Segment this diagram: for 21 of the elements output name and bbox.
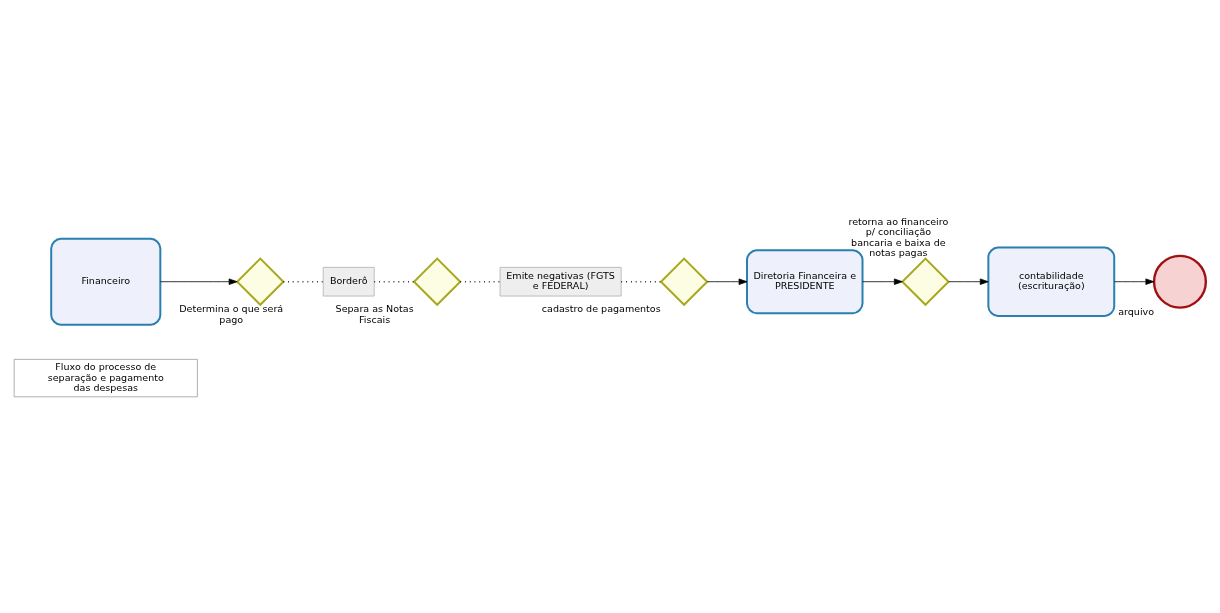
arrow	[706, 278, 748, 285]
node-circle	[1152, 254, 1208, 309]
node-diamond	[235, 256, 285, 306]
node-box: Fluxo do processo de separação e pagamento das despesas	[13, 358, 198, 397]
node-label: arquivo	[1118, 305, 1155, 317]
node-label: Determina o que será pago	[179, 302, 284, 325]
node-diamond	[659, 256, 709, 306]
node-label: cadastro de pagamentos	[541, 302, 661, 314]
node-box: contabilidade (escrituração)	[987, 245, 1116, 317]
node-diamond	[900, 256, 950, 306]
arrow	[948, 278, 989, 285]
arrow	[160, 278, 238, 285]
node-label: Separa as Notas Fiscais	[335, 302, 414, 325]
arrow	[862, 278, 903, 285]
node-box: Diretoria Financeira e PRESIDENTE	[746, 248, 864, 314]
node-box: Financeiro	[50, 237, 162, 326]
node-box: Borderô	[322, 266, 375, 296]
node-diamond	[412, 256, 462, 306]
node-box: Emite negativas (FGTS e FEDERAL)	[499, 266, 622, 296]
connector	[282, 280, 324, 282]
arrow	[1114, 278, 1155, 285]
